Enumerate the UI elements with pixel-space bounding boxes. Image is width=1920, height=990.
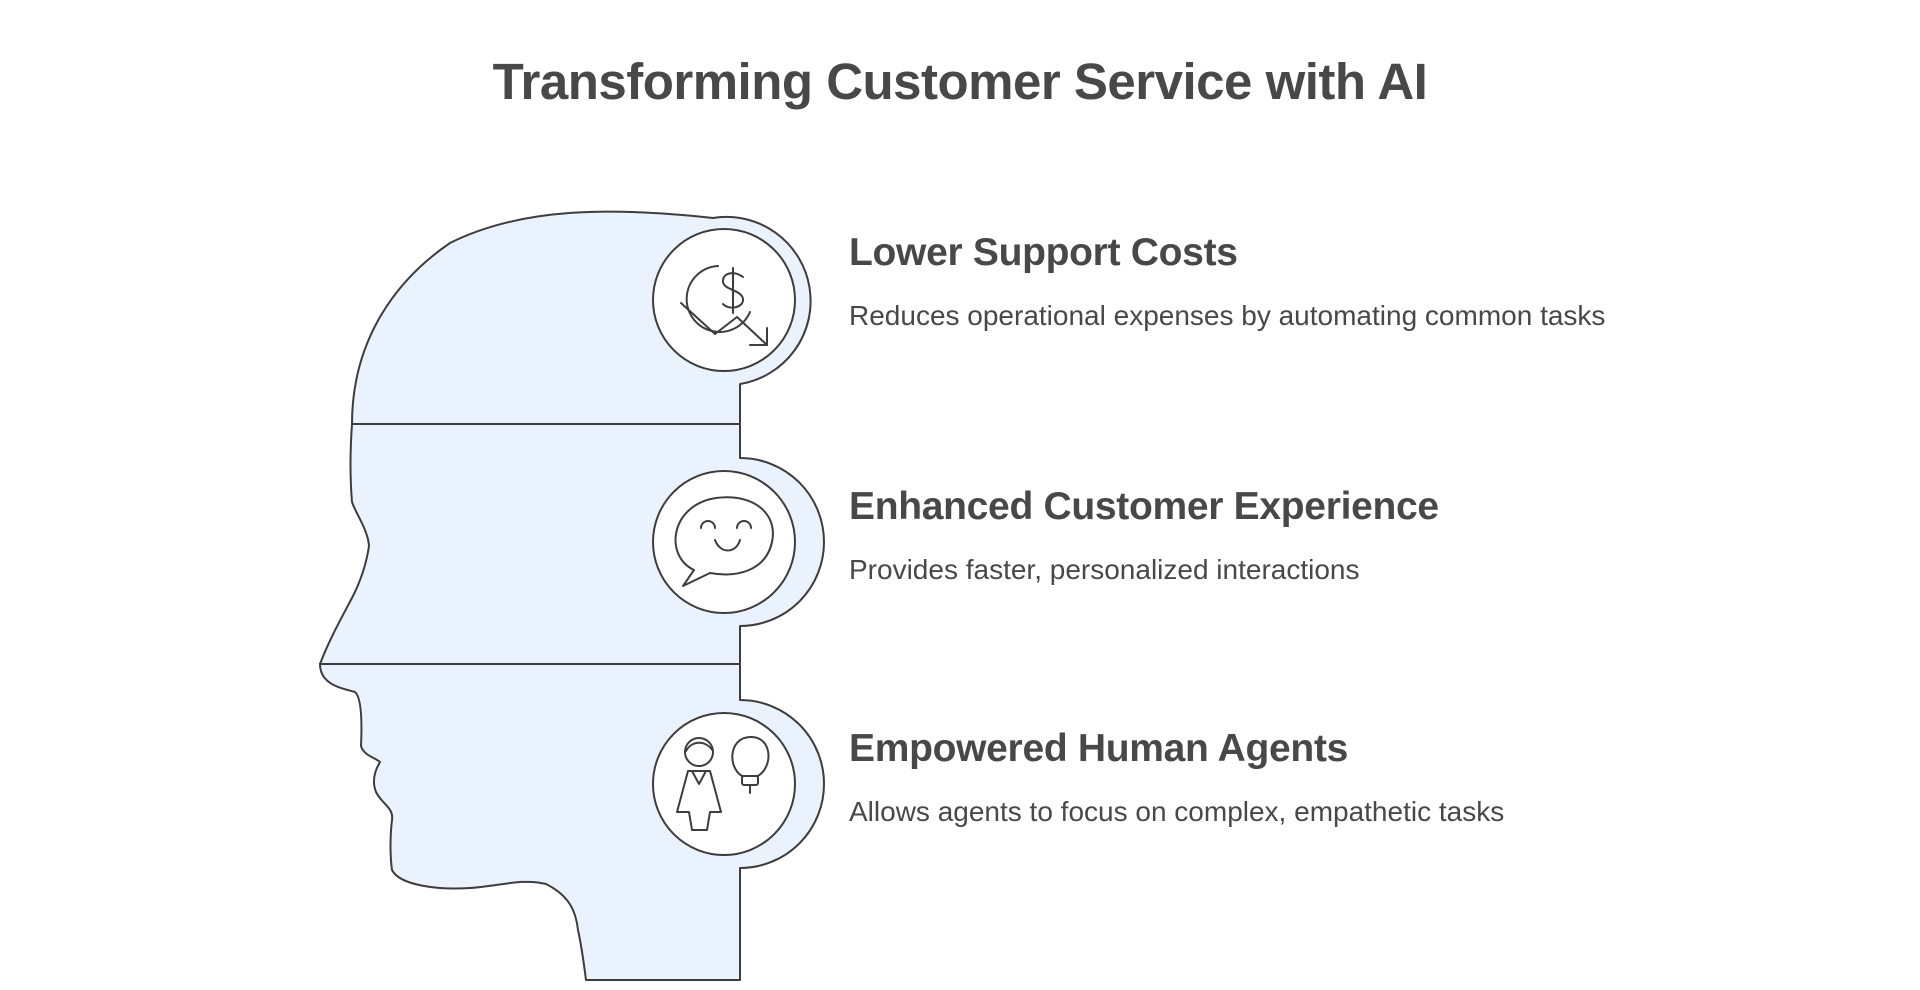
page-title: Transforming Customer Service with AI (492, 53, 1428, 110)
dollar-down-trend-icon (652, 228, 796, 372)
item-description: Allows agents to focus on complex, empat… (849, 796, 1505, 827)
item-empowered-human-agents: Empowered Human Agents Allows agents to … (849, 726, 1609, 830)
item-heading: Enhanced Customer Experience (849, 485, 1439, 528)
item-heading: Lower Support Costs (849, 231, 1238, 274)
item-heading: Empowered Human Agents (849, 727, 1349, 770)
agent-with-lightbulb-icon (652, 712, 796, 856)
item-enhanced-customer-experience: Enhanced Customer Experience Provides fa… (849, 484, 1609, 588)
smiling-chat-bubble-icon (652, 470, 796, 614)
item-description: Provides faster, personalized interactio… (849, 554, 1360, 585)
item-lower-support-costs: Lower Support Costs Reduces operational … (849, 230, 1609, 334)
item-description: Reduces operational expenses by automati… (849, 300, 1606, 331)
